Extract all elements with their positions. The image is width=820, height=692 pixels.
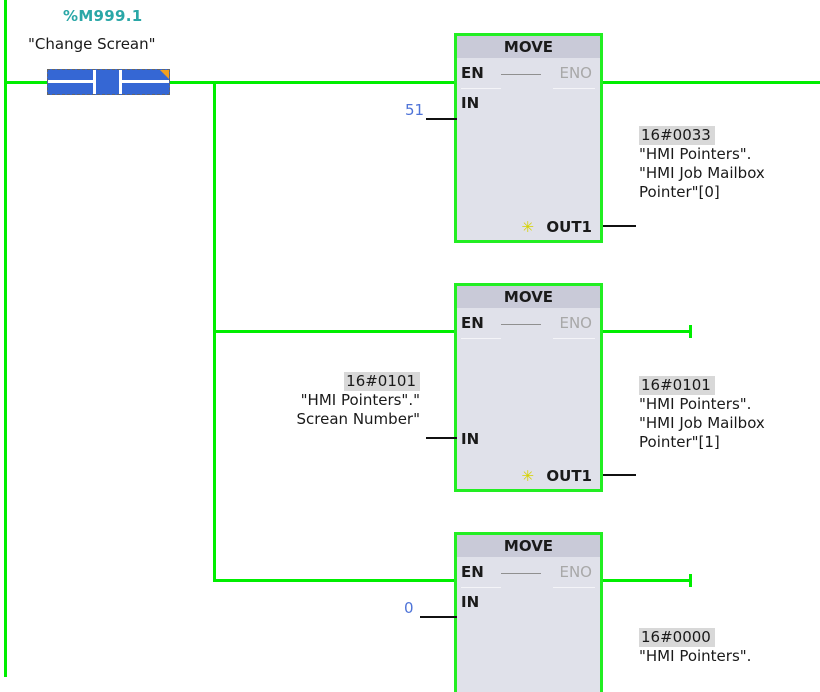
out-operand[interactable]: 16#0101 "HMI Pointers". "HMI Job Mailbox… — [639, 376, 765, 452]
en-eno-link — [501, 324, 541, 325]
in-wire — [420, 616, 457, 618]
contact-status-flag-icon — [160, 70, 169, 79]
monitor-value: 16#0033 — [639, 126, 715, 145]
move-block-1[interactable]: MOVE EN ENO IN ✳ OUT1 — [454, 33, 603, 243]
no-contact[interactable] — [47, 69, 170, 95]
out-wire — [603, 225, 636, 227]
in-operand-const[interactable]: 0 — [404, 599, 414, 617]
out-operand[interactable]: 16#0000 "HMI Pointers". — [639, 628, 751, 666]
tag-line: "HMI Job Mailbox — [639, 414, 765, 432]
monitor-value: 16#0101 — [344, 372, 420, 391]
pin-separator — [461, 587, 501, 588]
in-pin: IN — [461, 94, 480, 112]
in-operand[interactable]: 16#0101 "HMI Pointers"." Screan Number" — [240, 372, 420, 429]
eno-wire-block3 — [603, 579, 690, 582]
move-block-3[interactable]: MOVE EN ENO IN — [454, 532, 603, 692]
wire-contact-to-block1 — [170, 81, 457, 84]
eno-wire-block1 — [603, 81, 820, 84]
tag-line: Pointer"[0] — [639, 183, 720, 201]
out-wire — [603, 474, 636, 476]
contact-address: %M999.1 — [63, 7, 143, 25]
block-title: MOVE — [457, 535, 600, 557]
pin-separator — [553, 587, 595, 588]
pin-separator — [553, 338, 595, 339]
block-title: MOVE — [457, 286, 600, 308]
out-pin: OUT1 — [546, 467, 592, 485]
contact-tag: "Change Screan" — [28, 35, 156, 53]
en-pin: EN — [461, 64, 484, 82]
pin-separator — [461, 88, 501, 89]
in-pin: IN — [461, 593, 480, 611]
eno-wire-end-block2 — [689, 325, 692, 338]
in-wire — [426, 118, 457, 120]
en-pin: EN — [461, 563, 484, 581]
eno-pin: ENO — [559, 563, 592, 581]
monitor-value: 16#0000 — [639, 628, 715, 647]
left-power-rail — [4, 0, 7, 677]
tag-line: "HMI Pointers". — [639, 395, 752, 413]
in-wire — [426, 437, 457, 439]
wire-branch-to-block2 — [213, 330, 457, 333]
eno-pin: ENO — [559, 64, 592, 82]
tag-line: "HMI Job Mailbox — [639, 164, 765, 182]
out-pin-indicator-icon: ✳ — [521, 218, 534, 236]
tag-line: "HMI Pointers". — [639, 647, 752, 665]
eno-wire-block2 — [603, 330, 690, 333]
tag-line: Pointer"[1] — [639, 433, 720, 451]
en-eno-link — [501, 74, 541, 75]
pin-separator — [461, 338, 501, 339]
tag-line: "HMI Pointers". — [639, 145, 752, 163]
eno-pin: ENO — [559, 314, 592, 332]
in-operand-const[interactable]: 51 — [405, 101, 425, 119]
out-pin: OUT1 — [546, 218, 592, 236]
en-pin: EN — [461, 314, 484, 332]
eno-wire-end-block3 — [689, 574, 692, 587]
out-operand[interactable]: 16#0033 "HMI Pointers". "HMI Job Mailbox… — [639, 126, 765, 202]
in-pin: IN — [461, 430, 480, 448]
out-pin-indicator-icon: ✳ — [521, 467, 534, 485]
tag-line: "HMI Pointers"." — [300, 391, 420, 409]
wire-branch-to-block3 — [213, 579, 457, 582]
block-title: MOVE — [457, 36, 600, 58]
tag-line: Screan Number" — [296, 410, 420, 428]
en-eno-link — [501, 573, 541, 574]
monitor-value: 16#0101 — [639, 376, 715, 395]
pin-separator — [553, 88, 595, 89]
wire-rail-to-contact — [7, 81, 47, 84]
move-block-2[interactable]: MOVE EN ENO IN ✳ OUT1 — [454, 283, 603, 492]
